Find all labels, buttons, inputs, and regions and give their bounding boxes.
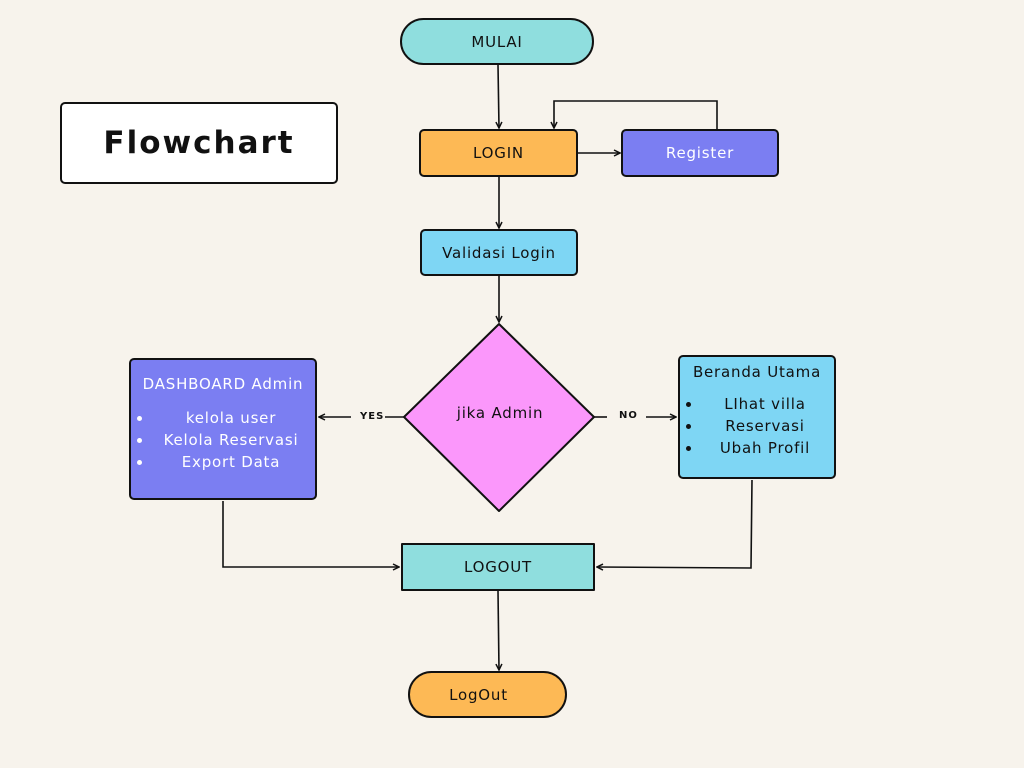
- decision-label: jika Admin: [456, 404, 544, 422]
- list-item: Export Data: [153, 451, 315, 473]
- edge-label-no: NO: [619, 410, 638, 421]
- decision-diamond: [403, 323, 595, 512]
- dashboard-admin-heading: DASHBOARD Admin: [142, 375, 304, 393]
- arrow-logout-to-end: [498, 590, 499, 670]
- validasi-login-node: Validasi Login: [420, 229, 578, 276]
- arrow-beranda-to-logout: [597, 479, 753, 568]
- arrow-dashboard-to-logout: [222, 501, 399, 567]
- list-item: Reservasi: [702, 415, 834, 437]
- list-item: Kelola Reservasi: [153, 429, 315, 451]
- arrow-register-to-login: [554, 100, 718, 130]
- register-node: Register: [621, 129, 779, 177]
- edge-label-yes: YES: [360, 411, 385, 422]
- list-item: LIhat villa: [702, 393, 834, 415]
- list-item: kelola user: [153, 407, 315, 429]
- dashboard-admin-list: kelola user Kelola Reservasi Export Data: [131, 407, 315, 473]
- beranda-utama-list: LIhat villa Reservasi Ubah Profil: [680, 393, 834, 459]
- list-item: Ubah Profil: [702, 437, 834, 459]
- end-node-logout: LogOut: [408, 671, 567, 718]
- beranda-utama-node: Beranda Utama LIhat villa Reservasi Ubah…: [678, 355, 836, 479]
- logout-process-node: LOGOUT: [401, 543, 595, 591]
- dashboard-admin-node: DASHBOARD Admin kelola user Kelola Reser…: [129, 358, 317, 500]
- beranda-utama-heading: Beranda Utama: [692, 363, 822, 381]
- arrow-mulai-to-login: [498, 64, 499, 128]
- start-node-mulai: MULAI: [400, 18, 594, 65]
- login-node: LOGIN: [419, 129, 578, 177]
- flowchart-title: Flowchart: [60, 102, 338, 184]
